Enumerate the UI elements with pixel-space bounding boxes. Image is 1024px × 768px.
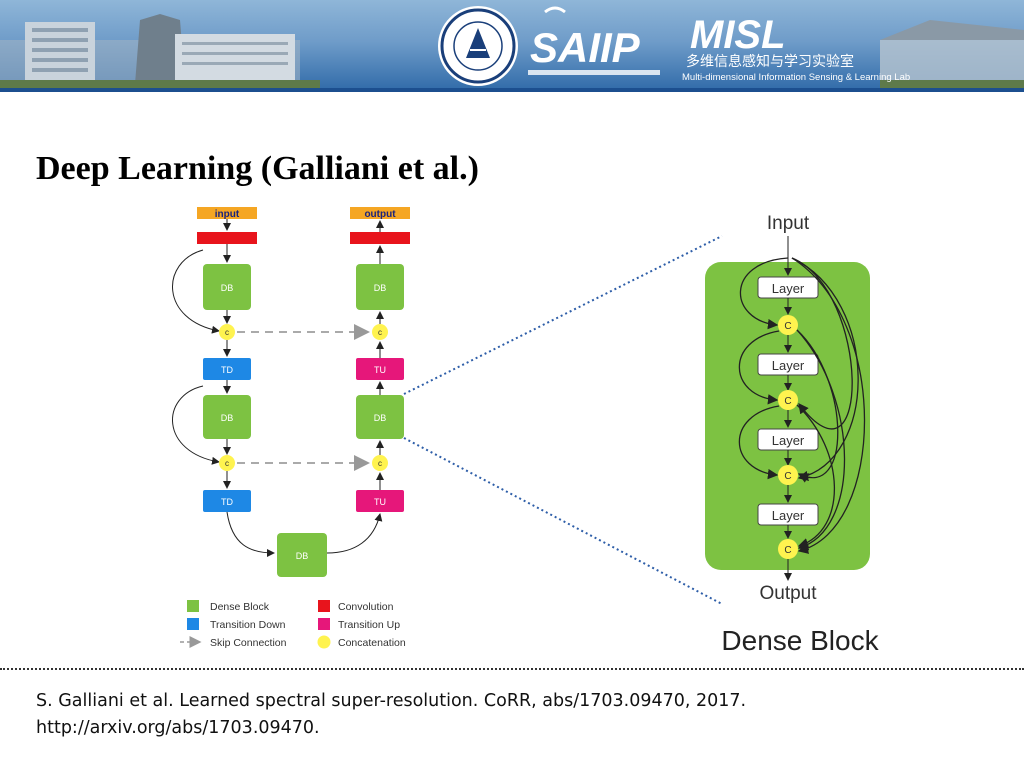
tu-label: TU xyxy=(374,365,386,375)
dense-block-bottleneck xyxy=(277,533,327,577)
citation-link[interactable]: http://arxiv.org/abs/1703.09470. xyxy=(36,718,320,738)
transition-down-2 xyxy=(203,490,251,512)
logos xyxy=(438,6,518,86)
layer-label: Layer xyxy=(772,281,805,296)
concat-node-4 xyxy=(372,324,388,340)
db-label: DB xyxy=(221,283,234,293)
concat-label: c xyxy=(225,328,229,337)
dense-block-caption: Dense Block xyxy=(721,625,879,656)
output-conv-block xyxy=(350,232,410,244)
dense-concat-label: C xyxy=(784,321,791,332)
layer-label: Layer xyxy=(772,508,805,523)
legend: Dense Block Transition Down Skip Connect… xyxy=(180,600,406,649)
header-banner: SAIIP MISL 多维信息感知与学习实验室 Multi-dimensiona… xyxy=(0,0,1024,92)
concat-node-1 xyxy=(219,324,235,340)
dense-concat-1 xyxy=(778,315,798,335)
citation: S. Galliani et al. Learned spectral supe… xyxy=(36,688,986,742)
dense-block-up-1 xyxy=(356,264,404,310)
db-label: DB xyxy=(296,551,309,561)
db-label: DB xyxy=(374,283,387,293)
input-label: input xyxy=(215,209,240,220)
transition-down-1 xyxy=(203,358,251,380)
legend-transition-up-swatch xyxy=(318,618,330,630)
transition-up-2 xyxy=(356,490,404,512)
dense-block-down-2 xyxy=(203,395,251,439)
legend-concatenation-swatch xyxy=(317,635,331,649)
slide-title: Deep Learning (Galliani et al.) xyxy=(36,150,479,187)
td-label: TD xyxy=(221,497,233,507)
legend-dense-block: Dense Block xyxy=(210,601,270,613)
zoom-guide-bottom xyxy=(403,437,723,605)
architecture-diagram: input DB c TD DB c TD DB TU c DB TU c DB… xyxy=(172,207,880,656)
dense-block-output-label: Output xyxy=(759,583,817,604)
concat-node-2 xyxy=(219,455,235,471)
misl-logo: MISL xyxy=(690,13,786,57)
dense-block-input-label: Input xyxy=(767,213,810,234)
concat-label: c xyxy=(225,459,229,468)
legend-convolution: Convolution xyxy=(338,601,394,613)
legend-transition-down: Transition Down xyxy=(210,619,286,631)
db-label: DB xyxy=(374,413,387,423)
output-label: output xyxy=(364,209,396,220)
dense-concat-3 xyxy=(778,465,798,485)
saiip-logo: SAIIP xyxy=(530,24,641,71)
banner-underline xyxy=(0,88,1024,92)
layer-label: Layer xyxy=(772,358,805,373)
citation-line-1: S. Galliani et al. Learned spectral supe… xyxy=(36,691,747,711)
dense-block-down-1 xyxy=(203,264,251,310)
concat-node-3 xyxy=(372,455,388,471)
dense-concat-2 xyxy=(778,390,798,410)
dense-concat-label: C xyxy=(784,471,791,482)
misl-chinese-name: 多维信息感知与学习实验室 xyxy=(686,53,854,70)
td-label: TD xyxy=(221,365,233,375)
tu-label: TU xyxy=(374,497,386,507)
layer-label: Layer xyxy=(772,433,805,448)
input-label-box xyxy=(197,207,257,219)
legend-convolution-swatch xyxy=(318,600,330,612)
zoom-guide-top xyxy=(403,235,723,395)
footer-divider xyxy=(0,668,1024,670)
misl-english-name: Multi-dimensional Information Sensing & … xyxy=(682,72,910,83)
legend-skip-connection: Skip Connection xyxy=(210,637,287,649)
legend-transition-down-swatch xyxy=(187,618,199,630)
concat-label: c xyxy=(378,459,382,468)
dense-concat-label: C xyxy=(784,545,791,556)
dense-concat-label: C xyxy=(784,396,791,407)
saiip-subtitle-bar xyxy=(528,70,660,75)
output-label-box xyxy=(350,207,410,219)
input-conv-block xyxy=(197,232,257,244)
legend-concatenation: Concatenation xyxy=(338,637,406,649)
signal-icon xyxy=(544,6,566,14)
dense-block-up-2 xyxy=(356,395,404,439)
lab-logos: SAIIP MISL 多维信息感知与学习实验室 Multi-dimensiona… xyxy=(528,6,910,83)
dense-concat-4 xyxy=(778,539,798,559)
db-label: DB xyxy=(221,413,234,423)
concat-label: c xyxy=(378,328,382,337)
legend-dense-block-swatch xyxy=(187,600,199,612)
university-seal-icon xyxy=(438,6,518,86)
legend-transition-up: Transition Up xyxy=(338,619,400,631)
transition-up-1 xyxy=(356,358,404,380)
